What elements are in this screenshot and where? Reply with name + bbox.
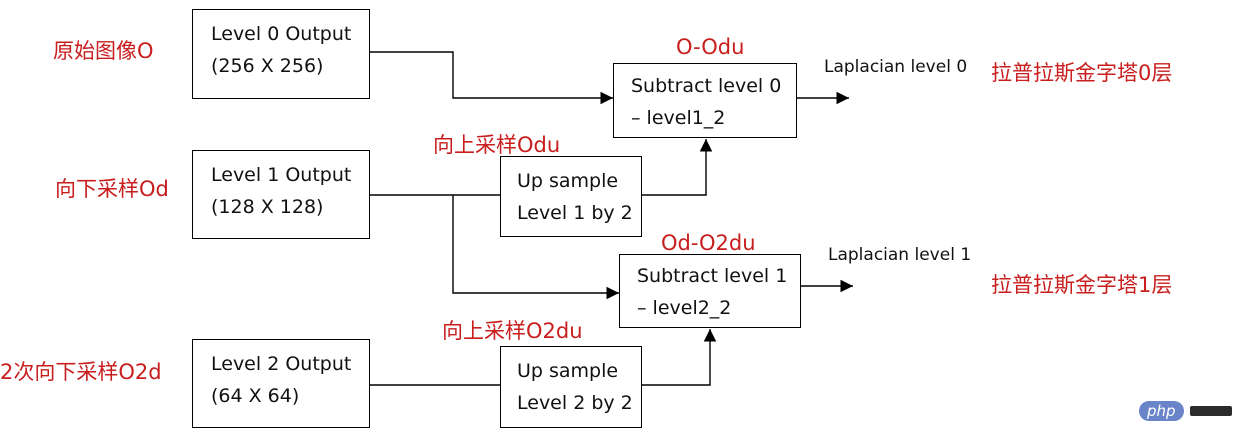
arrow-level1-to-subtract1 (452, 195, 619, 300)
arrow-upsample1-to-subtract0 (642, 139, 713, 196)
subtract1-line1: Subtract level 1 (637, 265, 788, 287)
php-watermark-logo: php (1139, 401, 1232, 421)
subtract-level1-box: Subtract level 1 – level2_2 (619, 254, 801, 328)
label-laplacian-level0: Laplacian level 0 (824, 57, 968, 77)
label-upsample-o2du: 向上采样O2du (442, 319, 583, 343)
label-downsample: 向下采样Od (55, 177, 169, 201)
level2-size: (64 X 64) (211, 385, 300, 407)
upsample1-line1: Up sample (517, 170, 619, 192)
label-original-image: 原始图像O (53, 39, 154, 63)
subtract1-line2: – level2_2 (637, 297, 732, 319)
level0-size: (256 X 256) (211, 55, 324, 77)
level2-title: Level 2 Output (211, 353, 352, 375)
subtract-level0-box: Subtract level 0 – level1_2 (613, 63, 797, 138)
label-diff1: Od-O2du (661, 231, 756, 255)
label-laplacian-level1: Laplacian level 1 (828, 245, 972, 265)
upsample-level1-box: Up sample Level 1 by 2 (500, 156, 642, 237)
watermark-bar (1189, 406, 1232, 416)
label-diff0: O-Odu (676, 35, 745, 59)
upsample-level2-box: Up sample Level 2 by 2 (500, 346, 642, 428)
label-pyramid-layer0: 拉普拉斯金字塔0层 (991, 61, 1173, 85)
level0-title: Level 0 Output (211, 23, 352, 45)
php-logo-text: php (1139, 401, 1184, 421)
level1-size: (128 X 128) (211, 196, 324, 218)
upsample2-line1: Up sample (517, 360, 619, 382)
level1-title: Level 1 Output (211, 164, 352, 186)
arrow-level0-to-subtract0 (370, 51, 613, 105)
label-upsample-odu: 向上采样Odu (433, 133, 561, 157)
level1-output-box: Level 1 Output (128 X 128) (192, 150, 370, 239)
label-pyramid-layer1: 拉普拉斯金字塔1层 (991, 273, 1173, 297)
upsample2-line2: Level 2 by 2 (517, 392, 633, 414)
upsample1-line2: Level 1 by 2 (517, 202, 633, 224)
label-downsample-twice: 2次向下采样O2d (0, 360, 162, 384)
level2-output-box: Level 2 Output (64 X 64) (192, 339, 370, 428)
arrow-upsample2-to-subtract1 (642, 329, 717, 386)
subtract0-line2: – level1_2 (631, 107, 726, 129)
level0-output-box: Level 0 Output (256 X 256) (192, 9, 370, 99)
subtract0-line1: Subtract level 0 (631, 75, 782, 97)
